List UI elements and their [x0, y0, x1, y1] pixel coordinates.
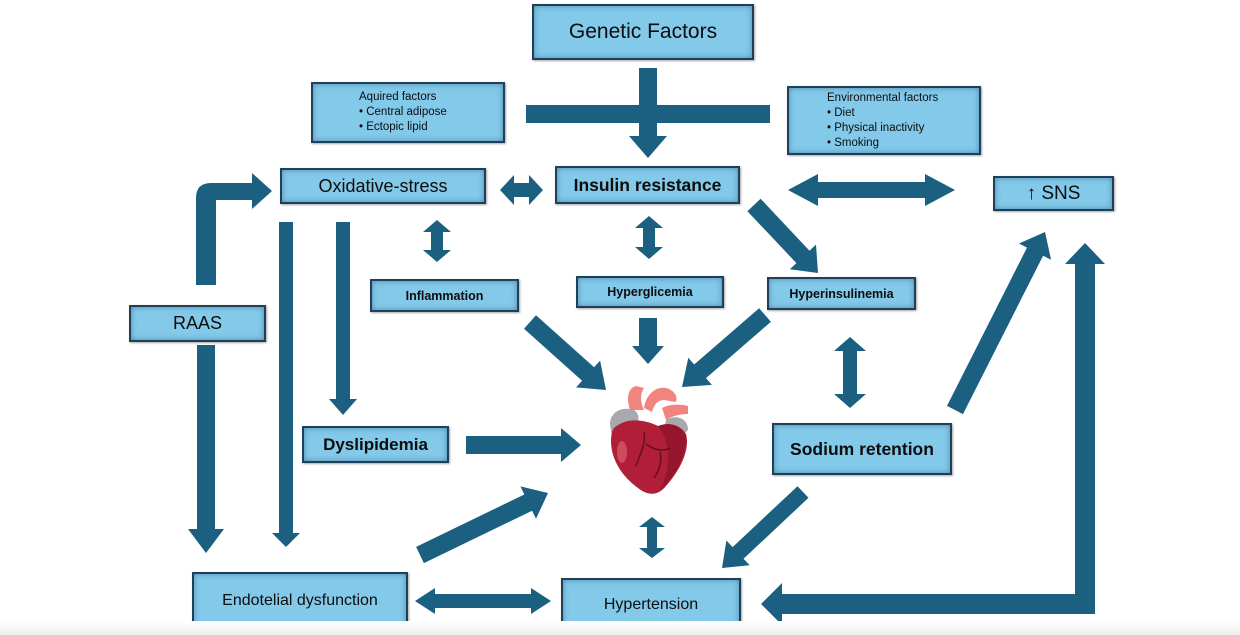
arrow-insulin-hyperglicemia	[635, 216, 663, 259]
node-label: Oxidative-stress	[318, 175, 448, 196]
heart-vessel	[628, 386, 644, 410]
node-label: Hyperinsulinemia	[789, 286, 894, 301]
arrow-oxidative-inflammation	[423, 220, 451, 262]
arrow-oxidative-to-dyslipidemia	[329, 222, 357, 415]
node-endotelial-dysfunction: Endotelial dysfunction	[192, 572, 408, 629]
arrow-genetic-to-insulin	[629, 68, 667, 158]
node-dyslipidemia: Dyslipidemia	[302, 426, 449, 463]
arrow-hyperglicemia-to-heart	[632, 318, 664, 364]
node-label: Genetic Factors	[568, 20, 718, 43]
arrow-sodium-to-sns	[947, 232, 1052, 415]
node-hyperinsulinemia: Hyperinsulinemia	[767, 277, 916, 310]
node-sns: ↑ SNS	[993, 176, 1114, 211]
arrow-endotelial-to-heart	[416, 486, 548, 564]
node-hypertension: Hypertension	[561, 578, 741, 631]
arrow-sodium-to-hypertension	[722, 486, 809, 568]
node-inflammation: Inflammation	[370, 279, 519, 312]
node-genetic-factors: Genetic Factors	[532, 4, 754, 60]
node-label: Insulin resistance	[573, 174, 722, 195]
list-item: • Ectopic lipid	[359, 121, 428, 133]
node-label: Inflammation	[405, 288, 484, 303]
list-item: • Physical inactivity	[827, 121, 925, 134]
heart-shadow	[658, 424, 686, 490]
arrow-heart-hypertension	[639, 517, 665, 558]
heart-vessel	[644, 387, 677, 412]
node-label: ↑ SNS	[1026, 182, 1081, 204]
node-label: Hypertension	[603, 595, 699, 613]
list-item: • Central adipose	[359, 106, 447, 118]
arrow-oxidative-to-endotelial	[272, 222, 300, 547]
node-raas: RAAS	[129, 305, 266, 342]
arrow-hyperinsulinemia-to-heart	[682, 308, 771, 387]
arrow-insulin-to-hyperinsulinemia	[747, 198, 818, 273]
heart-icon	[610, 386, 688, 494]
heart-highlight	[617, 441, 627, 463]
node-sodium-retention: Sodium retention	[772, 423, 952, 475]
heart-coronary	[635, 431, 671, 479]
arrow-raas-to-endotelial	[188, 345, 224, 553]
node-hyperglicemia: Hyperglicemia	[576, 276, 724, 308]
node-aquired-factors: Aquired factors • Central adipose • Ecto…	[311, 82, 505, 143]
node-label: Dyslipidemia	[323, 434, 428, 454]
node-oxidative-stress: Oxidative-stress	[280, 168, 486, 204]
arrow-insulin-sns	[788, 174, 955, 206]
arrow-endotelial-hypertension	[415, 588, 551, 614]
heart-vessel	[662, 404, 688, 420]
list-item: • Diet	[827, 106, 855, 119]
node-insulin-resistance: Insulin resistance	[555, 166, 740, 204]
arrow-hyperinsulinemia-sodium	[834, 337, 866, 408]
arrow-dyslipidemia-to-heart	[466, 428, 581, 462]
list-item: • Smoking	[827, 136, 879, 149]
node-environmental-factors: Environmental factors • Diet • Physical …	[787, 86, 981, 155]
node-label: Hyperglicemia	[607, 285, 693, 299]
arrow-raas-to-oxidative	[196, 173, 272, 285]
arrow-inflammation-to-heart	[524, 315, 606, 390]
node-label: Endotelial dysfunction	[222, 591, 378, 609]
node-label: Sodium retention	[790, 438, 934, 459]
node-label: RAAS	[172, 313, 223, 333]
node-title: Aquired factors	[359, 91, 437, 103]
node-title: Environmental factors	[827, 91, 939, 104]
arrow-oxidative-insulin	[500, 175, 543, 205]
